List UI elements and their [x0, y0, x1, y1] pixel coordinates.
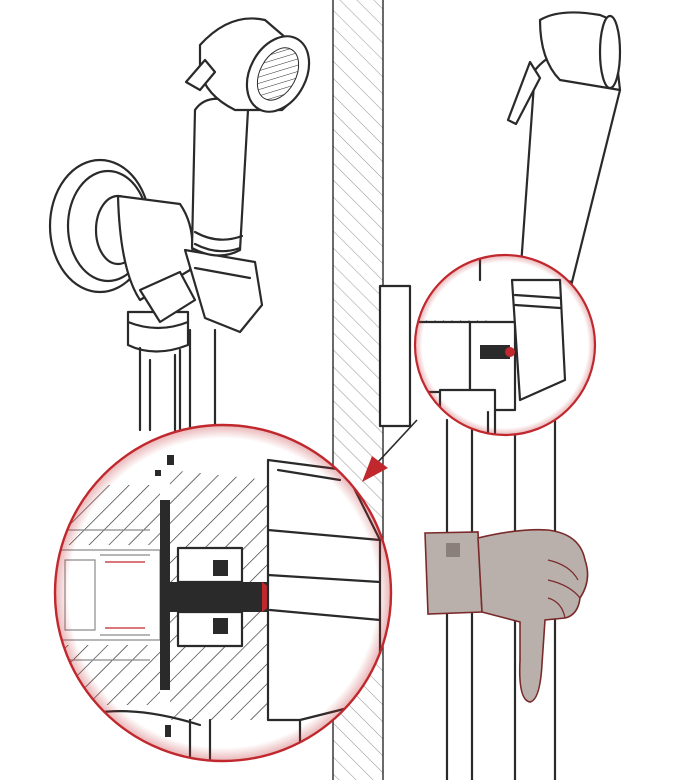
detail-magnifier	[53, 423, 393, 763]
magnifier-circle-icon	[413, 253, 597, 437]
thumbs-down-hand-icon	[424, 528, 589, 703]
spray-head-icon	[48, 17, 311, 432]
pointer-arrow-icon	[362, 419, 418, 482]
hose-assembly	[378, 11, 622, 780]
